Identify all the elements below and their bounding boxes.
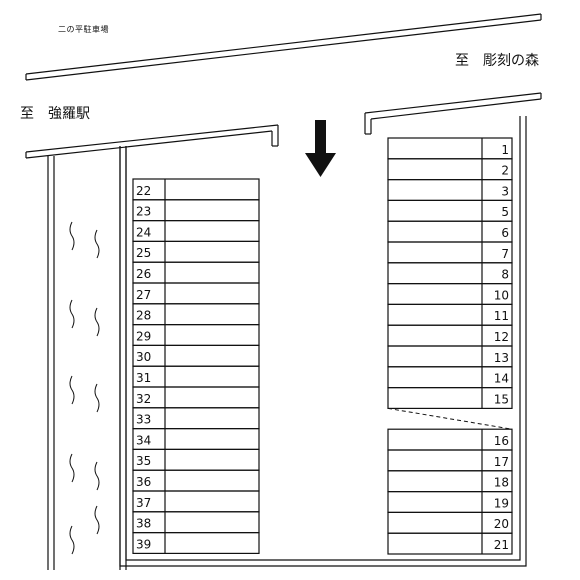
parking-stall: 10 [387, 283, 513, 306]
parking-stall: 28 [132, 303, 260, 326]
parking-stall: 2 [387, 158, 513, 181]
stall-number: 17 [494, 455, 509, 469]
parking-stall: 26 [132, 261, 260, 284]
river-channel [47, 146, 127, 570]
parking-stall: 35 [132, 448, 260, 471]
parking-stall: 39 [132, 531, 260, 554]
parking-stall: 36 [132, 469, 260, 492]
stall-number: 23 [136, 205, 151, 219]
left-stall-column: 22 23 24 25 26 27 28 29 30 31 32 33 34 35 36 37 38 39 [132, 178, 260, 554]
stall-number: 10 [494, 288, 509, 302]
top-road [25, 13, 542, 81]
parking-stall: 8 [387, 262, 513, 285]
lower-left-road [25, 124, 279, 159]
parking-stall: 1 [387, 137, 513, 160]
stall-number: 13 [494, 351, 509, 365]
stall-number: 12 [494, 330, 509, 344]
stall-number: 35 [136, 454, 151, 468]
parking-stall: 7 [387, 241, 513, 264]
parking-stall: 16 [387, 428, 513, 451]
stall-number: 8 [501, 268, 509, 282]
parking-stall: 25 [132, 240, 260, 263]
stall-number: 11 [494, 309, 509, 323]
parking-stall: 6 [387, 220, 513, 243]
parking-stall: 23 [132, 199, 260, 222]
parking-stall: 32 [132, 386, 260, 409]
parking-stall: 38 [132, 511, 260, 534]
parking-stall: 30 [132, 344, 260, 367]
parking-stall: 3 [387, 179, 513, 202]
stall-number: 7 [501, 247, 509, 261]
stall-number: 39 [136, 537, 151, 551]
direction-label-right: 至彫刻の森 [455, 50, 539, 70]
direction-label-left: 至強羅駅 [20, 103, 90, 123]
parking-stall: 37 [132, 490, 260, 513]
lot-name-caption: 二の平駐車場 [58, 25, 109, 34]
parking-stall: 24 [132, 220, 260, 243]
stall-number: 37 [136, 496, 151, 510]
parking-stall: 33 [132, 407, 260, 430]
stall-number: 19 [494, 496, 509, 510]
blocked-stall [387, 407, 513, 430]
stall-number: 22 [136, 184, 151, 198]
stall-number: 1 [501, 143, 509, 157]
parking-stall: 12 [387, 324, 513, 347]
stall-number: 14 [494, 372, 509, 386]
parking-stall: 27 [132, 282, 260, 305]
lower-right-road [364, 92, 542, 135]
stall-number: 31 [136, 371, 151, 385]
down-arrow-icon [305, 120, 336, 177]
stall-number: 36 [136, 475, 151, 489]
stall-number: 25 [136, 246, 151, 260]
to-right-prefix: 至 [455, 53, 469, 69]
parking-lot-boundary [119, 116, 527, 567]
stall-number: 30 [136, 350, 151, 364]
stall-number: 28 [136, 309, 151, 323]
stall-number: 27 [136, 288, 151, 302]
stall-number: 15 [494, 392, 509, 406]
stall-number: 6 [501, 226, 509, 240]
parking-stall: 22 [132, 178, 260, 201]
parking-stall: 17 [387, 449, 513, 472]
parking-stall: 14 [387, 366, 513, 389]
stall-number: 2 [501, 164, 509, 178]
stall-number: 3 [501, 184, 509, 198]
water-marks [69, 221, 100, 555]
parking-stall: 19 [387, 491, 513, 514]
stall-number: 5 [501, 205, 509, 219]
stall-number: 18 [494, 476, 509, 490]
to-right-destination: 彫刻の森 [483, 53, 539, 69]
parking-stall: 13 [387, 345, 513, 368]
stall-number: 24 [136, 225, 151, 239]
parking-stall: 34 [132, 428, 260, 451]
stall-number: 38 [136, 517, 151, 531]
stall-number: 29 [136, 329, 151, 343]
stall-number: 16 [494, 434, 509, 448]
parking-stall: 5 [387, 199, 513, 222]
stall-number: 33 [136, 413, 151, 427]
stall-number: 20 [494, 517, 509, 531]
parking-stall: 15 [387, 387, 513, 410]
parking-stall: 18 [387, 470, 513, 493]
parking-stall: 20 [387, 511, 513, 534]
to-left-destination: 強羅駅 [48, 106, 90, 122]
parking-stall: 11 [387, 303, 513, 326]
parking-stall: 21 [387, 532, 513, 555]
stall-number: 32 [136, 392, 151, 406]
parking-stall: 29 [132, 324, 260, 347]
stall-number: 34 [136, 433, 151, 447]
to-left-prefix: 至 [20, 106, 34, 122]
stall-number: 26 [136, 267, 151, 281]
parking-stall: 31 [132, 365, 260, 388]
stall-number: 21 [494, 538, 509, 552]
